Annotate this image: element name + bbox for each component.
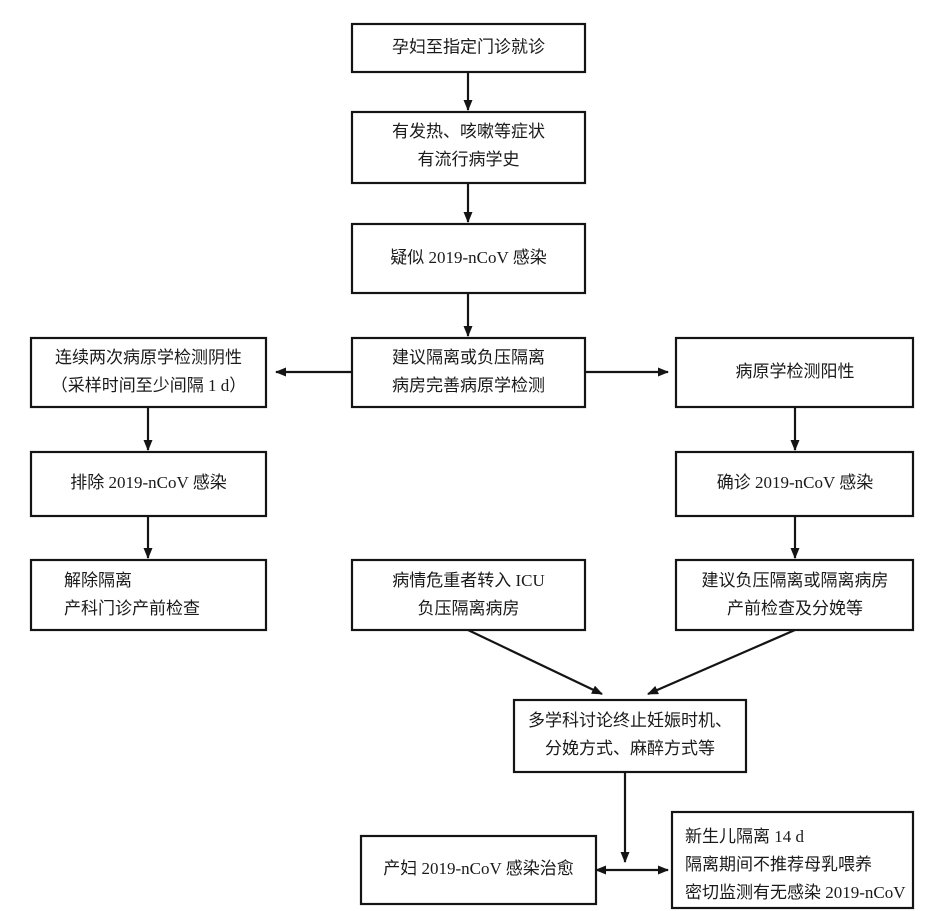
node-newborn-care-line-1: 新生儿隔离 14 d bbox=[685, 827, 804, 846]
node-release-isolation-line-2: 产科门诊产前检查 bbox=[64, 599, 200, 618]
node-isolate-and-test-line-1: 建议隔离或负压隔离 bbox=[392, 348, 545, 367]
node-mother-cured[interactable]: 产妇 2019-nCoV 感染治愈 bbox=[359, 834, 598, 906]
node-mdt-discussion-line-1: 多学科讨论终止妊娠时机、 bbox=[528, 711, 732, 730]
node-mdt-discussion[interactable]: 多学科讨论终止妊娠时机、 分娩方式、麻醉方式等 bbox=[512, 698, 748, 774]
edge-layer bbox=[143, 72, 800, 875]
node-positive-test[interactable]: 病原学检测阳性 bbox=[674, 336, 915, 409]
node-isolate-and-test-line-2: 病房完善病原学检测 bbox=[392, 376, 545, 395]
node-two-negative-tests-line-1: 连续两次病原学检测阴性 bbox=[55, 348, 242, 367]
node-layer: 孕妇至指定门诊就诊 有发热、咳嗽等症状 有流行病学史 疑似 2019-nCoV … bbox=[29, 22, 915, 910]
node-suspected-infection-line-1: 疑似 2019-nCoV 感染 bbox=[390, 248, 546, 267]
node-icu-transfer-line-1: 病情危重者转入 ICU bbox=[392, 571, 545, 590]
node-isolate-and-test[interactable]: 建议隔离或负压隔离 病房完善病原学检测 bbox=[350, 336, 587, 409]
node-infection-confirmed-line-1: 确诊 2019-nCoV 感染 bbox=[717, 473, 873, 492]
node-negative-pressure-ward-line-1: 建议负压隔离或隔离病房 bbox=[702, 571, 889, 590]
node-negative-pressure-ward-line-2: 产前检查及分娩等 bbox=[727, 599, 863, 618]
node-newborn-care[interactable]: 新生儿隔离 14 d 隔离期间不推荐母乳喂养 密切监测有无感染 2019-nCo… bbox=[670, 810, 915, 910]
node-infection-confirmed[interactable]: 确诊 2019-nCoV 感染 bbox=[674, 450, 915, 518]
node-newborn-care-line-3: 密切监测有无感染 2019-nCoV bbox=[685, 883, 906, 902]
node-suspected-infection[interactable]: 疑似 2019-nCoV 感染 bbox=[350, 222, 587, 295]
node-two-negative-tests[interactable]: 连续两次病原学检测阴性 （采样时间至少间隔 1 d） bbox=[29, 336, 268, 409]
node-mdt-discussion-line-2: 分娩方式、麻醉方式等 bbox=[545, 739, 715, 758]
node-mother-cured-line-1: 产妇 2019-nCoV 感染治愈 bbox=[383, 859, 573, 878]
edge-icu-to-mdt bbox=[467, 629, 603, 695]
node-symptoms-line-1: 有发热、咳嗽等症状 bbox=[392, 122, 545, 141]
node-symptoms-line-2: 有流行病学史 bbox=[418, 150, 520, 169]
node-positive-test-line-1: 病原学检测阳性 bbox=[736, 362, 855, 381]
node-symptoms[interactable]: 有发热、咳嗽等症状 有流行病学史 bbox=[350, 110, 587, 185]
node-visit-clinic-line-1: 孕妇至指定门诊就诊 bbox=[392, 37, 545, 56]
node-release-isolation-line-1: 解除隔离 bbox=[64, 571, 132, 590]
node-infection-excluded[interactable]: 排除 2019-nCoV 感染 bbox=[29, 450, 268, 518]
node-release-isolation[interactable]: 解除隔离 产科门诊产前检查 bbox=[29, 558, 268, 632]
node-two-negative-tests-line-2: （采样时间至少间隔 1 d） bbox=[51, 376, 247, 395]
node-icu-transfer[interactable]: 病情危重者转入 ICU 负压隔离病房 bbox=[350, 558, 587, 632]
node-infection-excluded-line-1: 排除 2019-nCoV 感染 bbox=[70, 473, 226, 492]
node-visit-clinic[interactable]: 孕妇至指定门诊就诊 bbox=[350, 22, 587, 74]
node-icu-transfer-line-2: 负压隔离病房 bbox=[418, 599, 520, 618]
node-negative-pressure-ward[interactable]: 建议负压隔离或隔离病房 产前检查及分娩等 bbox=[674, 558, 915, 632]
edge-ward-to-mdt bbox=[647, 628, 796, 696]
node-newborn-care-line-2: 隔离期间不推荐母乳喂养 bbox=[685, 855, 872, 874]
